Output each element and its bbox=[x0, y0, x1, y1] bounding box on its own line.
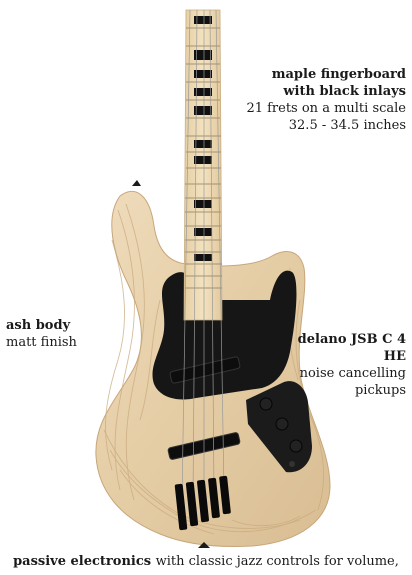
strap-button bbox=[132, 180, 141, 186]
pickups-text: noise cancelling pickups bbox=[299, 366, 406, 398]
pickups-callout: delano JSB C 4 HE noise cancelling picku… bbox=[296, 331, 406, 399]
fingerboard-text: 21 frets on a multi scale 32.5 - 34.5 in… bbox=[246, 101, 406, 133]
output-jack bbox=[289, 461, 295, 467]
strap-button-bottom bbox=[198, 542, 210, 548]
volume-knob-2 bbox=[275, 417, 289, 431]
bridge bbox=[174, 475, 231, 531]
electronics-callout: passive electronics with classic jazz co… bbox=[0, 553, 412, 570]
neck bbox=[183, 9, 223, 321]
fingerboard-callout: maple fingerboard with black inlays 21 f… bbox=[236, 66, 406, 134]
body-title: ash body bbox=[6, 318, 71, 333]
electronics-text: with classic jazz controls for volume, bbox=[155, 554, 399, 569]
strings bbox=[181, 9, 225, 501]
body-callout: ash body matt finish bbox=[6, 317, 116, 351]
frets bbox=[185, 27, 222, 289]
electronics-title: passive electronics bbox=[13, 554, 156, 569]
body-text: matt finish bbox=[6, 335, 77, 350]
pickups-title: delano JSB C 4 HE bbox=[297, 332, 406, 364]
fingerboard-title: maple fingerboard with black inlays bbox=[271, 67, 406, 99]
volume-knob bbox=[259, 397, 273, 411]
block-inlays bbox=[194, 16, 212, 261]
tone-knob bbox=[289, 439, 303, 453]
